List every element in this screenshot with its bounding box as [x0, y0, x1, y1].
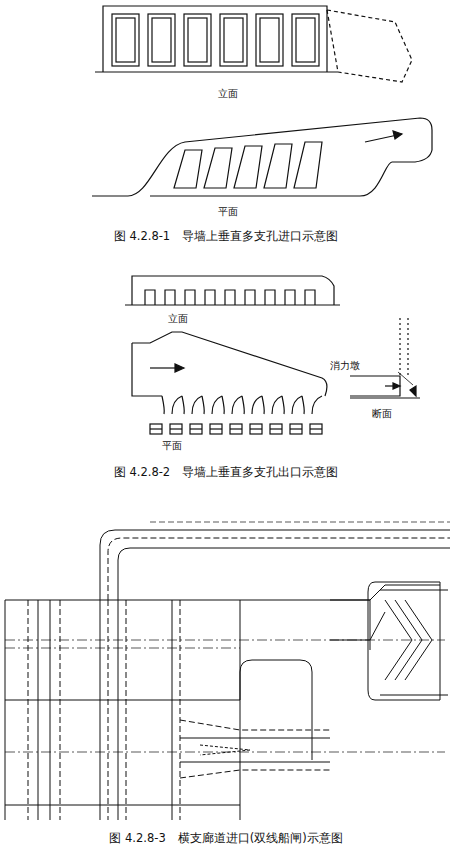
lateral-culvert-plan	[5, 522, 450, 820]
outlet-branch	[222, 396, 242, 414]
outlet-opening	[165, 290, 175, 305]
inlet-opening	[148, 14, 175, 66]
outlet-opening	[285, 290, 295, 305]
outlet-opening	[225, 290, 235, 305]
outlet-branch	[162, 396, 182, 414]
inlet-opening-inner	[152, 18, 171, 62]
outlet-branch	[282, 396, 302, 414]
inlet-opening-inner	[224, 18, 243, 62]
energy-pier	[190, 424, 202, 434]
inlet-opening-inner	[188, 18, 207, 62]
energy-pier	[210, 424, 222, 434]
outlet-opening	[205, 290, 215, 305]
outlet-branch	[182, 396, 202, 414]
outlet-opening	[305, 290, 315, 305]
inlet-opening	[112, 14, 139, 66]
energy-pier	[290, 424, 302, 434]
inlet-elevation	[95, 6, 412, 82]
energy-pier	[310, 424, 322, 434]
view-label: 立面	[218, 88, 238, 100]
outlet-opening	[245, 290, 255, 305]
outlet-opening	[185, 290, 195, 305]
outlet-opening	[145, 290, 155, 305]
view-label: 断面	[372, 408, 392, 420]
outlet-section	[350, 318, 420, 398]
view-label: 平面	[218, 206, 238, 218]
view-label: 平面	[162, 440, 182, 452]
inlet-opening	[184, 14, 211, 66]
outlet-plan	[132, 332, 327, 434]
inlet-opening	[256, 14, 283, 66]
energy-pier	[150, 424, 162, 434]
figure-caption: 图 4.2.8-1 导墙上垂直多支孔进口示意图	[114, 230, 338, 244]
inlet-plan	[92, 118, 432, 196]
inlet-opening	[292, 14, 319, 66]
part-name: 消力墩	[330, 360, 360, 372]
inlet-opening-inner	[260, 18, 279, 62]
inlet-opening	[220, 14, 247, 66]
outlet-branch	[202, 396, 222, 414]
figure-caption: 图 4.2.8-3 横支廊道进口(双线船闸)示意图	[109, 832, 342, 846]
energy-pier	[170, 424, 182, 434]
outlet-opening	[265, 290, 275, 305]
energy-pier	[230, 424, 242, 434]
inlet-opening-inner	[296, 18, 315, 62]
energy-pier	[270, 424, 282, 434]
outlet-branch	[242, 396, 262, 414]
outlet-branch	[302, 396, 322, 414]
outlet-branch	[262, 396, 282, 414]
energy-pier	[250, 424, 262, 434]
outlet-elevation	[125, 276, 340, 305]
inlet-opening-inner	[116, 18, 135, 62]
view-label: 立面	[168, 313, 188, 325]
figure-caption: 图 4.2.8-2 导墙上垂直多支孔出口示意图	[114, 466, 338, 480]
